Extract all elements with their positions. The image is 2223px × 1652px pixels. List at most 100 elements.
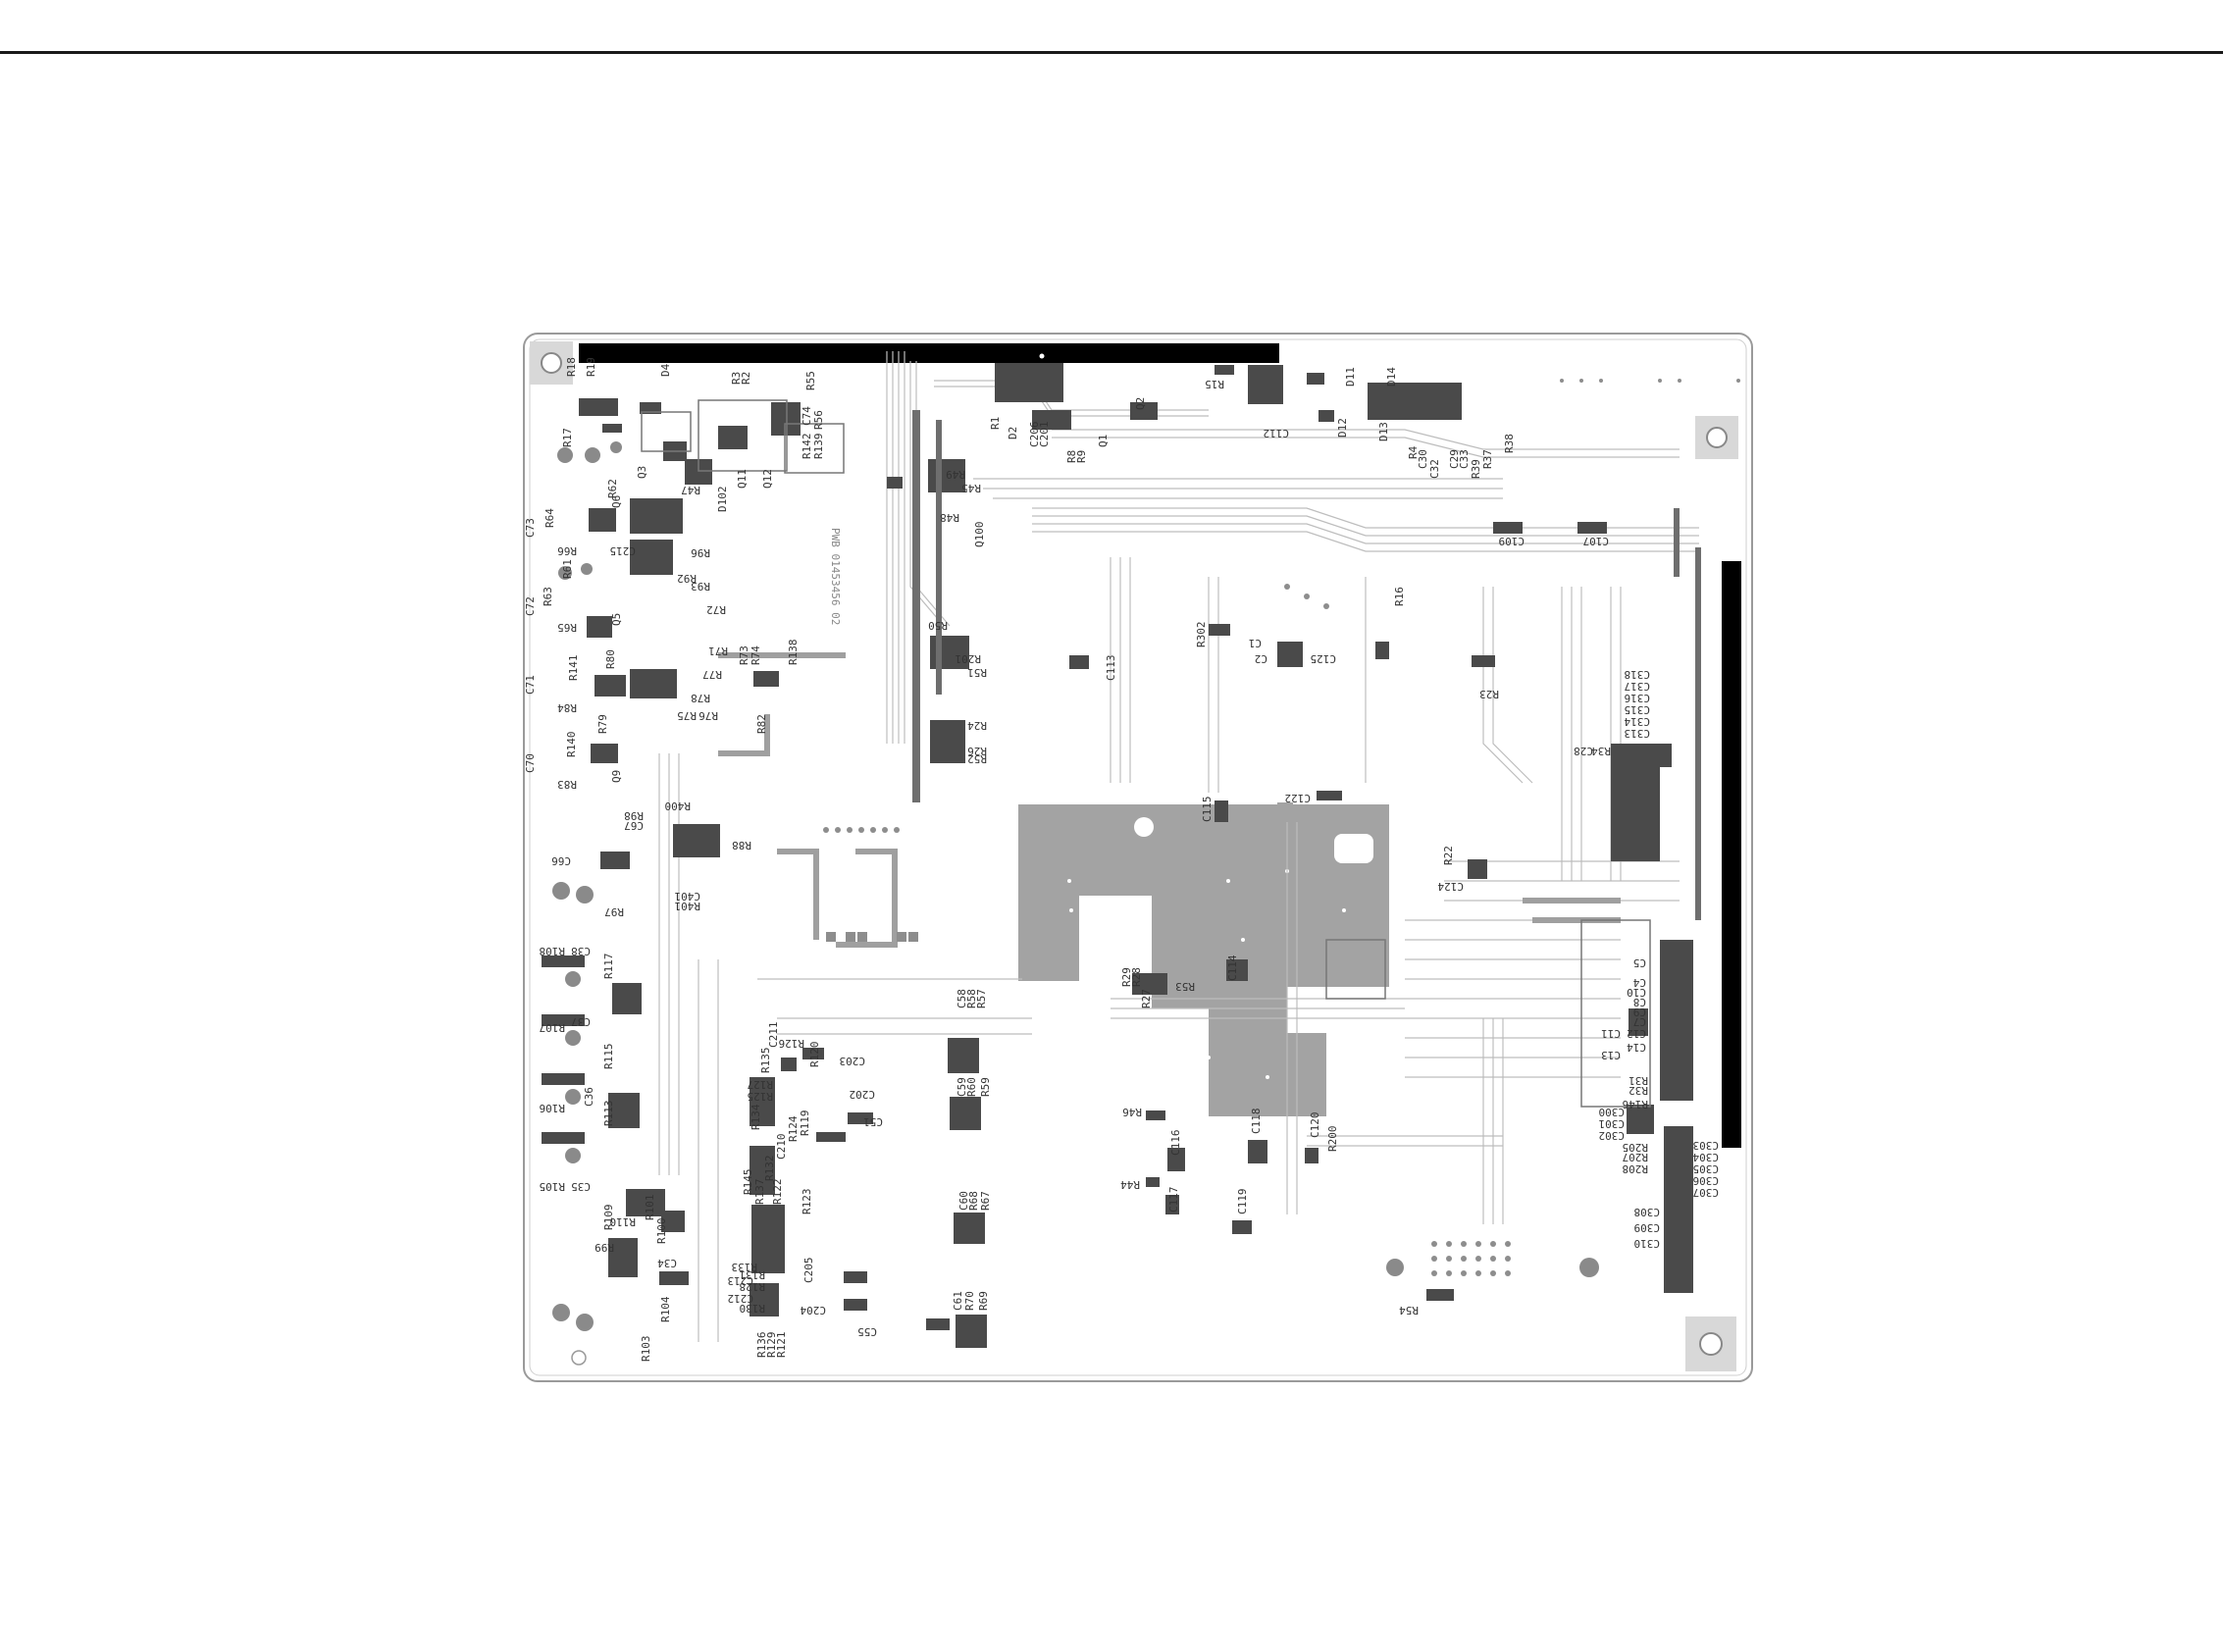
- designator-Q5: Q5: [610, 613, 623, 626]
- designator-R29: R29: [1120, 967, 1133, 987]
- designator-R130: R130: [740, 1302, 766, 1315]
- designator-C317: C317: [1625, 680, 1651, 693]
- designator-R141: R141: [567, 655, 580, 682]
- designator-C308: C308: [1634, 1206, 1661, 1218]
- designator-R200: R200: [1326, 1126, 1339, 1153]
- designator-R8: R8: [1065, 450, 1078, 463]
- designator-D102: D102: [716, 487, 729, 513]
- designator-R136: R136: [755, 1332, 768, 1359]
- designator-R113: R113: [602, 1101, 615, 1127]
- designator-C13: C13: [1601, 1049, 1621, 1061]
- designator-C4: C4: [1632, 976, 1646, 989]
- designator-C122: C122: [1285, 792, 1312, 804]
- smd-components: [542, 363, 1693, 1348]
- designator-R107: R107: [540, 1021, 566, 1034]
- designator-C67: C67: [624, 819, 644, 832]
- designator-C12: C12: [1627, 1027, 1646, 1040]
- designator-R75: R75: [677, 709, 697, 722]
- designator-C66: C66: [551, 854, 571, 867]
- designator-R69: R69: [977, 1291, 990, 1311]
- designator-R32: R32: [1628, 1084, 1648, 1097]
- copper-pour-details: [1067, 817, 1373, 1079]
- designator-C303: C303: [1693, 1139, 1720, 1152]
- designator-C401: C401: [675, 890, 701, 903]
- designator-C118: C118: [1250, 1109, 1263, 1135]
- designator-D11: D11: [1344, 367, 1357, 387]
- designator-R140: R140: [565, 732, 578, 758]
- ic-outlines: [641, 399, 1651, 1108]
- designator-R122: R122: [771, 1179, 784, 1206]
- designator-C113: C113: [1105, 655, 1117, 682]
- designator-R60: R60: [965, 1077, 978, 1097]
- designator-C125: C125: [1311, 652, 1337, 665]
- designator-R31: R31: [1628, 1074, 1648, 1087]
- designator-C60: C60: [957, 1191, 970, 1211]
- designator-R23: R23: [1479, 688, 1499, 700]
- designator-R131: R131: [740, 1268, 766, 1281]
- designator-R96: R96: [691, 546, 710, 559]
- designator-C307: C307: [1693, 1186, 1720, 1199]
- designator-R19: R19: [585, 357, 597, 377]
- designator-Q9: Q9: [610, 770, 623, 783]
- designator-R139: R139: [812, 434, 825, 460]
- designator-R64: R64: [543, 508, 556, 528]
- designator-R100: R100: [655, 1218, 668, 1245]
- designator-C300: C300: [1599, 1106, 1626, 1118]
- designator-Q3: Q3: [636, 466, 648, 479]
- designator-R50: R50: [928, 619, 948, 632]
- designator-R3: R3: [730, 372, 743, 385]
- designator-C5: C5: [1633, 956, 1646, 969]
- designator-C14: C14: [1627, 1041, 1646, 1054]
- designator-R57: R57: [975, 989, 988, 1008]
- designator-R63: R63: [542, 587, 554, 606]
- designator-C204: C204: [800, 1304, 826, 1316]
- designator-C71: C71: [524, 675, 537, 695]
- designator-R15: R15: [1205, 378, 1224, 390]
- designator-R4: R4: [1407, 445, 1420, 459]
- mount-hole-bottom-left: [571, 1350, 587, 1366]
- designator-C304: C304: [1692, 1151, 1719, 1163]
- designator-R67: R67: [979, 1191, 992, 1211]
- pin-header-columns: [912, 410, 1701, 920]
- designator-C119: C119: [1236, 1189, 1249, 1215]
- designator-R101: R101: [644, 1195, 656, 1221]
- designator-C115: C115: [1201, 797, 1214, 823]
- designator-R117: R117: [602, 954, 615, 980]
- designator-R205: R205: [1623, 1141, 1649, 1154]
- designator-C72: C72: [524, 596, 537, 616]
- designator-D12: D12: [1336, 418, 1349, 438]
- designator-R38: R38: [1503, 434, 1516, 453]
- pcb-part-number: PWB 01453456 02: [829, 528, 842, 625]
- designator-R18: R18: [565, 357, 578, 377]
- designator-R110: R110: [610, 1215, 637, 1228]
- designator-C213: C213: [728, 1274, 754, 1287]
- via-arrays: [823, 379, 1740, 1276]
- designator-C210: C210: [775, 1134, 788, 1161]
- designator-R54: R54: [1399, 1304, 1419, 1316]
- designator-C28: C28: [1574, 745, 1593, 757]
- designator-C310: C310: [1634, 1237, 1661, 1250]
- designator-C34: C34: [657, 1257, 677, 1269]
- designator-R68: R68: [967, 1191, 980, 1211]
- designator-R106: R106: [540, 1102, 566, 1114]
- designator-C305: C305: [1693, 1162, 1720, 1175]
- designator-R78: R78: [691, 692, 710, 704]
- designator-R70: R70: [963, 1291, 976, 1311]
- designator-R56: R56: [812, 410, 825, 430]
- round-pads: [552, 441, 1599, 1331]
- designator-D13: D13: [1377, 422, 1390, 441]
- designator-Q2: Q2: [1134, 397, 1147, 410]
- designator-R138: R138: [787, 640, 800, 666]
- designator-C206: C206: [1028, 422, 1041, 448]
- designator-R108: R108: [540, 945, 566, 957]
- designator-R142: R142: [801, 434, 813, 460]
- designator-R137: R137: [753, 1179, 766, 1206]
- designator-R53: R53: [1175, 980, 1195, 993]
- designator-Q11: Q11: [736, 469, 749, 489]
- designator-C33: C33: [1458, 449, 1471, 469]
- designator-R104: R104: [659, 1296, 672, 1322]
- designator-R26: R26: [967, 745, 987, 757]
- designator-C112: C112: [1264, 427, 1290, 439]
- designator-C314: C314: [1624, 715, 1650, 728]
- designator-C301: C301: [1599, 1117, 1626, 1130]
